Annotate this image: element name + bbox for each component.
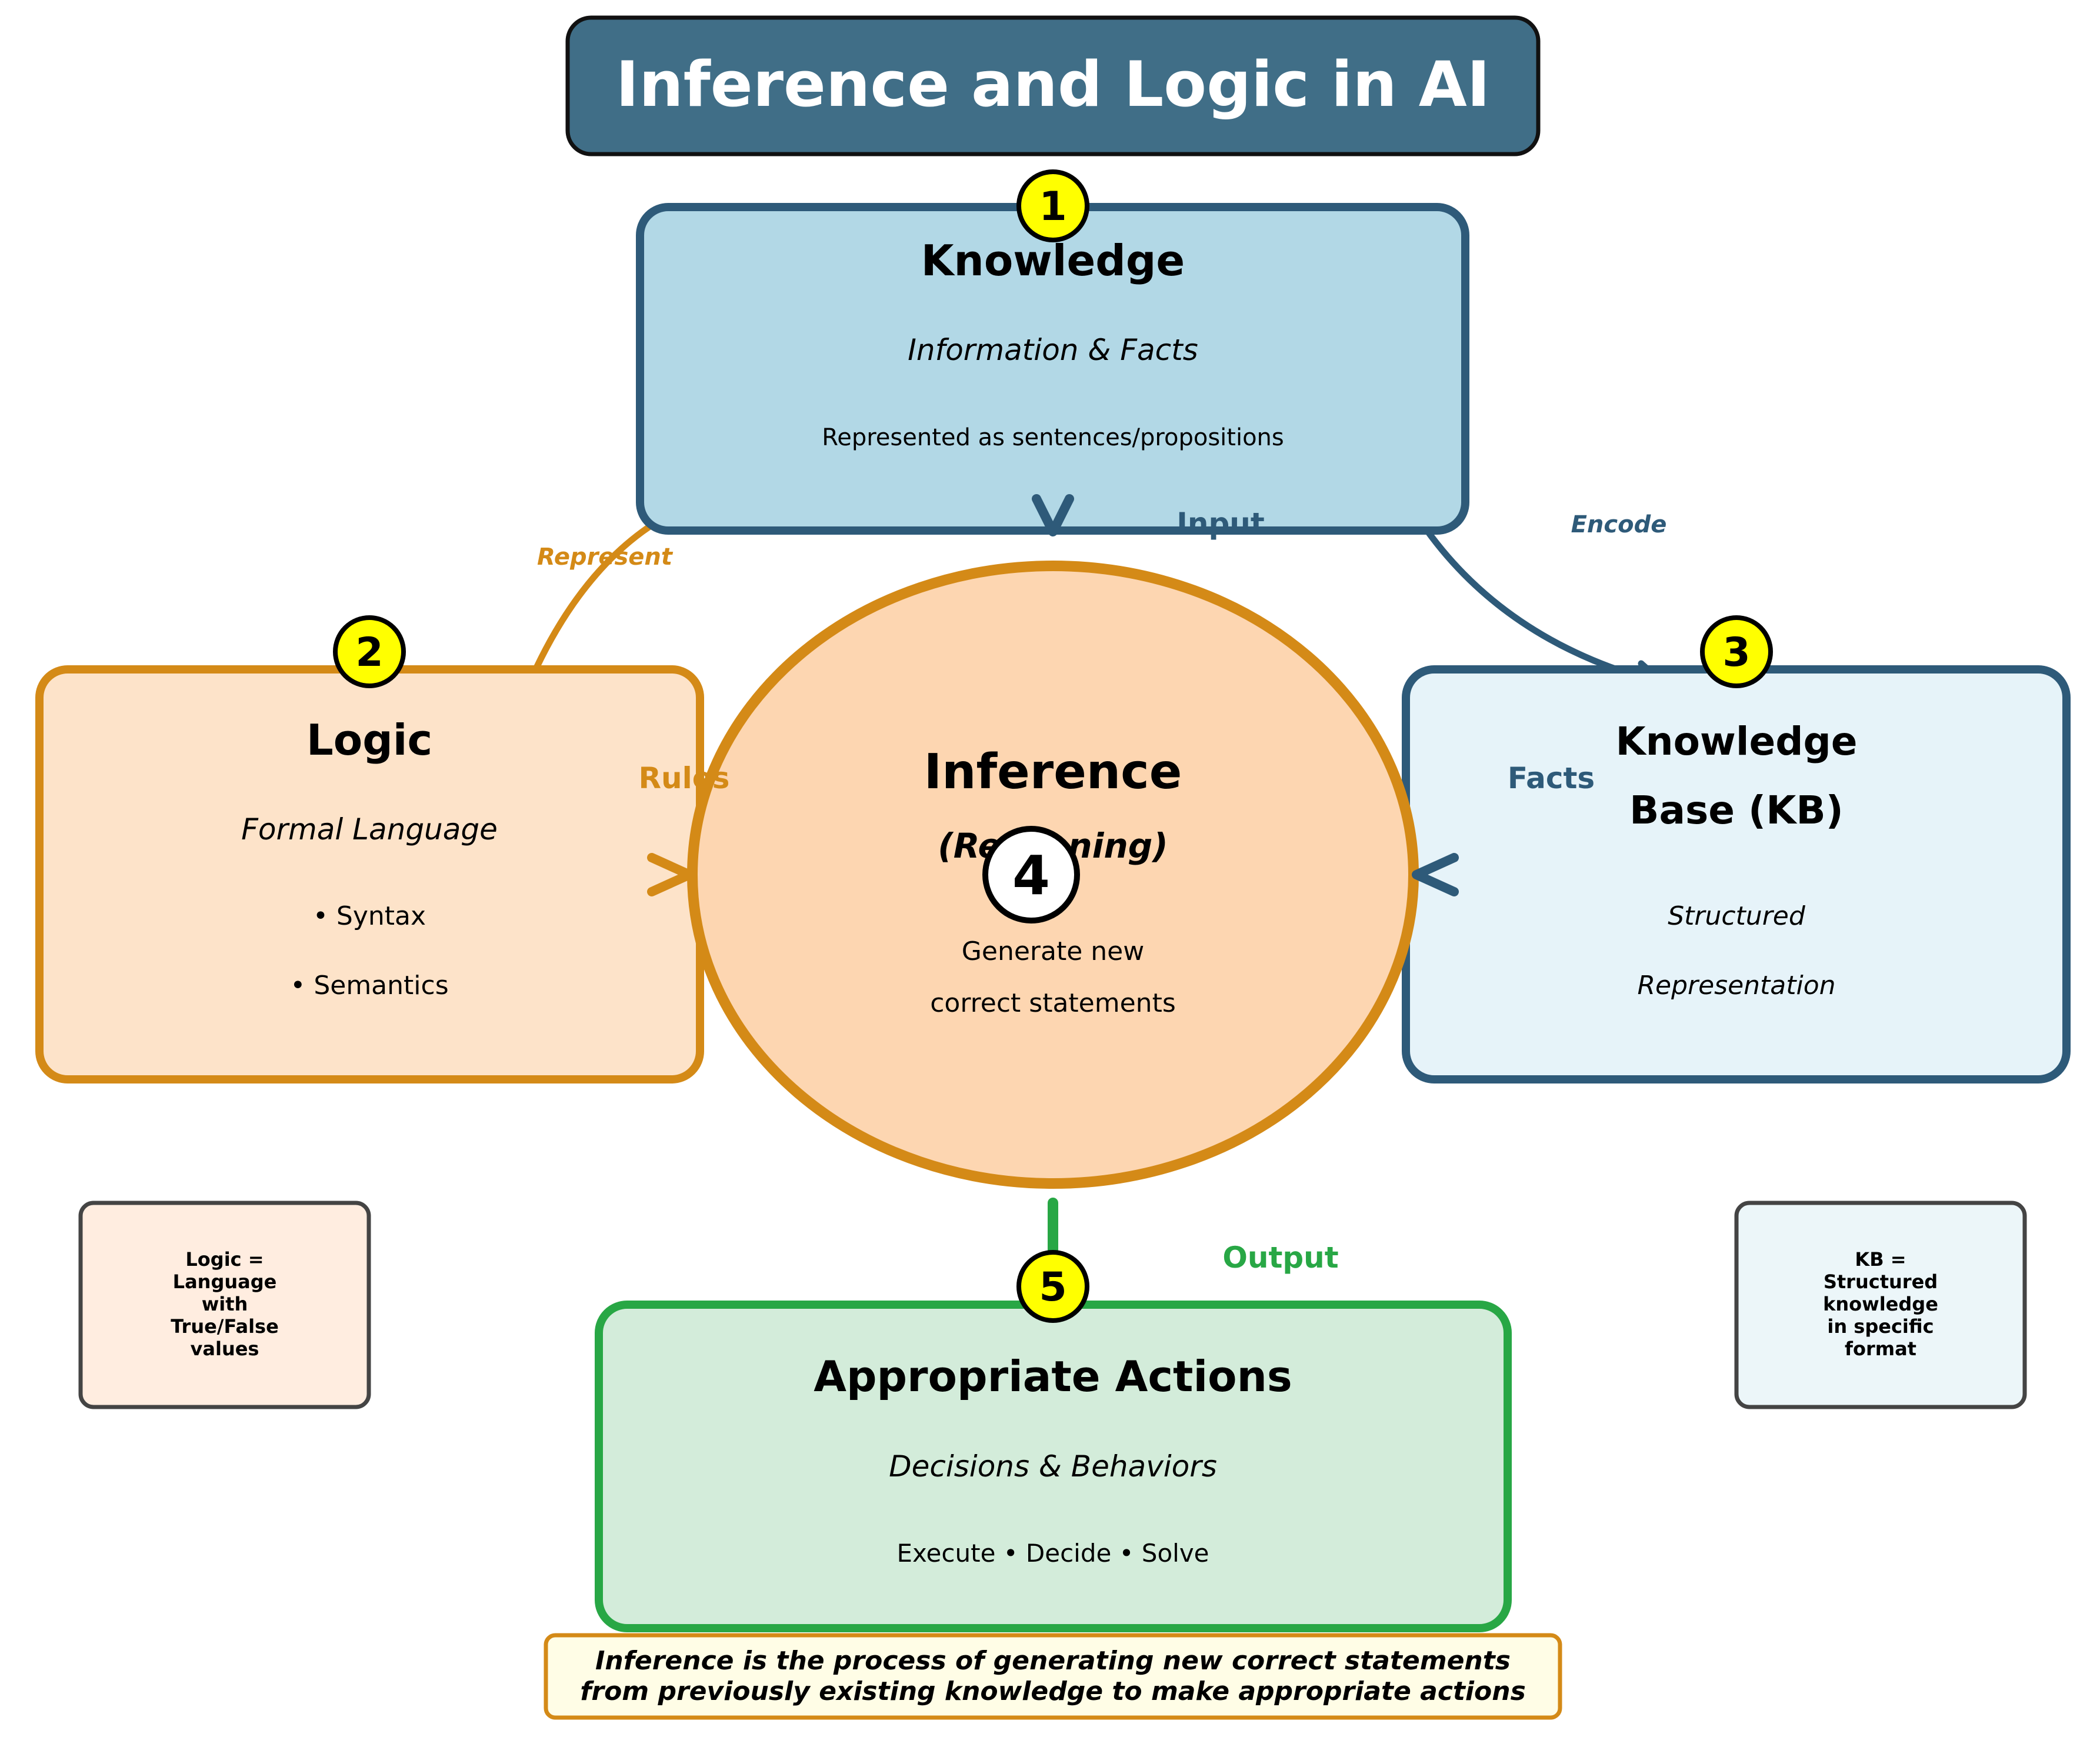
svg-text:3: 3 bbox=[1722, 629, 1750, 676]
knowledge-box: Knowledge Information & Facts Represente… bbox=[636, 203, 1469, 535]
kb-subtitle-line-1: Structured bbox=[1668, 901, 1806, 931]
encode-label: Encode bbox=[1571, 511, 1667, 538]
svg-text:1: 1 bbox=[1039, 184, 1066, 230]
knowledge-title: Knowledge bbox=[921, 236, 1185, 285]
output-label: Output bbox=[1222, 1241, 1338, 1275]
svg-text:Structured: Structured bbox=[1824, 1271, 1938, 1293]
svg-text:5: 5 bbox=[1039, 1264, 1066, 1311]
facts-arrowhead bbox=[1412, 853, 1459, 896]
logic-title: Logic bbox=[306, 715, 432, 765]
badge-3: 3 bbox=[1700, 615, 1773, 688]
kb-box: Knowledge Base (KB) Structured Represent… bbox=[1402, 665, 2071, 1083]
inference-desc-line-1: Generate new bbox=[962, 936, 1144, 966]
logic-subtitle: Formal Language bbox=[241, 812, 498, 846]
input-label: Input bbox=[1176, 506, 1265, 541]
actions-title: Appropriate Actions bbox=[814, 1352, 1292, 1401]
svg-text:KB =: KB = bbox=[1855, 1248, 1906, 1271]
svg-text:Logic =: Logic = bbox=[185, 1248, 264, 1271]
svg-text:4: 4 bbox=[1012, 844, 1050, 907]
arrowheads bbox=[647, 494, 1459, 896]
kb-title-line-2: Base (KB) bbox=[1629, 788, 1844, 833]
edge-labels: Input Represent Encode Rules Facts Outpu… bbox=[537, 506, 1666, 1275]
rules-label: Rules bbox=[639, 761, 730, 795]
badges: 1 2 3 4 5 bbox=[333, 169, 1773, 1323]
facts-label: Facts bbox=[1508, 761, 1595, 795]
svg-text:2: 2 bbox=[355, 629, 383, 676]
input-arrowhead bbox=[1032, 494, 1074, 536]
note-kb: KB = Structured knowledge in specific fo… bbox=[1734, 1201, 2027, 1409]
kb-title-line-1: Knowledge bbox=[1615, 719, 1857, 764]
badge-2: 2 bbox=[333, 615, 406, 688]
actions-box: Appropriate Actions Decisions & Behavior… bbox=[595, 1301, 1512, 1632]
svg-text:True/False: True/False bbox=[171, 1315, 279, 1338]
logic-bullet-semantics: • Semantics bbox=[290, 971, 448, 1001]
logic-bullet-syntax: • Syntax bbox=[313, 901, 426, 931]
svg-text:with: with bbox=[202, 1293, 248, 1315]
footer-line-2: from previously existing knowledge to ma… bbox=[580, 1676, 1526, 1706]
actions-desc: Execute • Decide • Solve bbox=[896, 1539, 1209, 1568]
footer-caption: Inference is the process of generating n… bbox=[544, 1633, 1562, 1720]
badge-1: 1 bbox=[1016, 169, 1089, 242]
inference-desc-line-2: correct statements bbox=[930, 988, 1176, 1018]
represent-label: Represent bbox=[537, 544, 674, 571]
svg-text:format: format bbox=[1845, 1338, 1916, 1360]
logic-box: Logic Formal Language • Syntax • Semanti… bbox=[35, 665, 704, 1083]
title-banner: Inference and Logic in AI bbox=[565, 15, 1541, 156]
svg-text:values: values bbox=[191, 1338, 259, 1360]
page-title: Inference and Logic in AI bbox=[616, 48, 1490, 121]
inference-title: Inference bbox=[924, 744, 1182, 800]
rules-arrowhead bbox=[647, 853, 694, 896]
knowledge-subtitle: Information & Facts bbox=[908, 333, 1198, 367]
footer-line-1: Inference is the process of generating n… bbox=[595, 1646, 1511, 1676]
badge-5: 5 bbox=[1016, 1250, 1089, 1323]
note-logic: Logic = Language with True/False values bbox=[78, 1201, 371, 1409]
svg-text:knowledge: knowledge bbox=[1823, 1293, 1938, 1315]
knowledge-desc: Represented as sentences/propositions bbox=[822, 424, 1284, 451]
svg-text:Language: Language bbox=[173, 1271, 277, 1293]
svg-text:in specific: in specific bbox=[1827, 1315, 1934, 1338]
actions-subtitle: Decisions & Behaviors bbox=[889, 1449, 1217, 1483]
badge-4: 4 bbox=[982, 826, 1080, 923]
kb-subtitle-line-2: Representation bbox=[1637, 971, 1835, 1001]
